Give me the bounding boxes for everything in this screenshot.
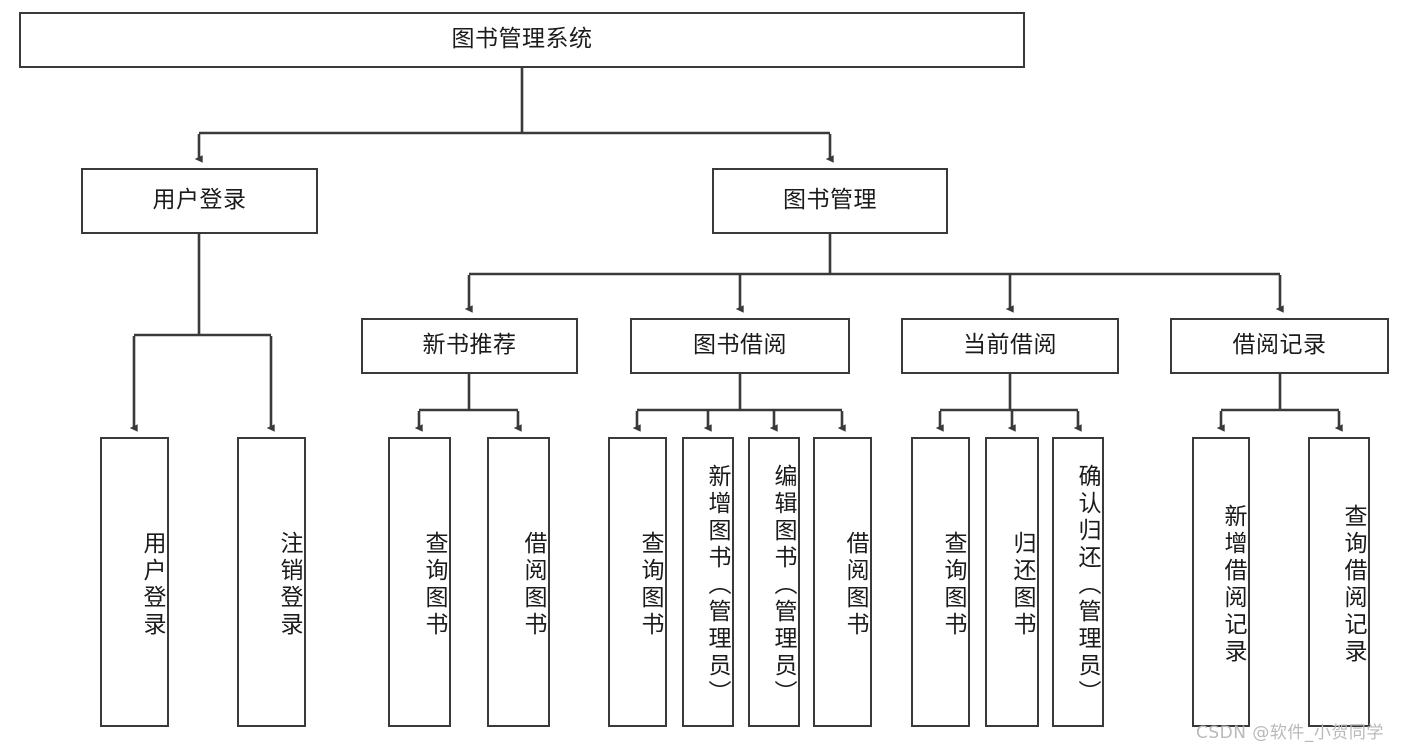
- node-book-borrow-label: 图书借阅: [693, 332, 787, 359]
- node-leaf-add-borrow-record[interactable]: 新增借阅记录: [1192, 437, 1250, 727]
- node-book-manage-label: 图书管理: [783, 187, 877, 214]
- node-current-borrow[interactable]: 当前借阅: [901, 318, 1119, 374]
- node-leaf-borrow-book-2-label: 借阅图书: [842, 531, 868, 639]
- node-root-label: 图书管理系统: [451, 26, 593, 53]
- node-leaf-query-book-1[interactable]: 查询图书: [388, 437, 451, 727]
- node-leaf-edit-book-admin-label: 编辑图书（管理员）: [770, 463, 796, 707]
- node-leaf-query-book-3[interactable]: 查询图书: [911, 437, 970, 727]
- node-leaf-confirm-return[interactable]: 确认归还（管理员）: [1052, 437, 1104, 727]
- node-leaf-add-book-admin-label: 新增图书（管理员）: [704, 463, 730, 707]
- node-leaf-query-borrow-record[interactable]: 查询借阅记录: [1308, 437, 1370, 727]
- node-leaf-query-book-2-label: 查询图书: [637, 531, 663, 639]
- node-borrow-record[interactable]: 借阅记录: [1170, 318, 1389, 374]
- node-book-manage[interactable]: 图书管理: [712, 168, 948, 234]
- node-leaf-query-book-1-label: 查询图书: [421, 531, 447, 639]
- node-leaf-return-book[interactable]: 归还图书: [985, 437, 1039, 727]
- node-leaf-query-book-3-label: 查询图书: [940, 531, 966, 639]
- node-leaf-logout-login-label: 注销登录: [276, 531, 302, 639]
- node-new-book-recommend[interactable]: 新书推荐: [361, 318, 578, 374]
- node-leaf-add-borrow-record-label: 新增借阅记录: [1220, 504, 1246, 666]
- node-user-login-label: 用户登录: [152, 187, 247, 214]
- node-user-login[interactable]: 用户登录: [81, 168, 318, 234]
- node-new-book-recommend-label: 新书推荐: [422, 332, 517, 359]
- node-current-borrow-label: 当前借阅: [963, 332, 1057, 359]
- node-book-borrow[interactable]: 图书借阅: [630, 318, 850, 374]
- node-leaf-user-login-label: 用户登录: [139, 531, 165, 639]
- node-leaf-confirm-return-label: 确认归还（管理员）: [1074, 463, 1100, 707]
- node-leaf-query-borrow-record-label: 查询借阅记录: [1340, 504, 1366, 666]
- node-leaf-borrow-book-2[interactable]: 借阅图书: [813, 437, 872, 727]
- node-leaf-edit-book-admin[interactable]: 编辑图书（管理员）: [748, 437, 800, 727]
- node-leaf-borrow-book-1[interactable]: 借阅图书: [487, 437, 550, 727]
- node-leaf-borrow-book-1-label: 借阅图书: [520, 531, 546, 639]
- node-borrow-record-label: 借阅记录: [1232, 332, 1327, 359]
- node-leaf-user-login[interactable]: 用户登录: [100, 437, 169, 727]
- node-leaf-return-book-label: 归还图书: [1009, 531, 1035, 639]
- node-leaf-add-book-admin[interactable]: 新增图书（管理员）: [682, 437, 734, 727]
- node-root-system[interactable]: 图书管理系统: [19, 12, 1025, 68]
- node-leaf-logout-login[interactable]: 注销登录: [237, 437, 306, 727]
- node-leaf-query-book-2[interactable]: 查询图书: [608, 437, 667, 727]
